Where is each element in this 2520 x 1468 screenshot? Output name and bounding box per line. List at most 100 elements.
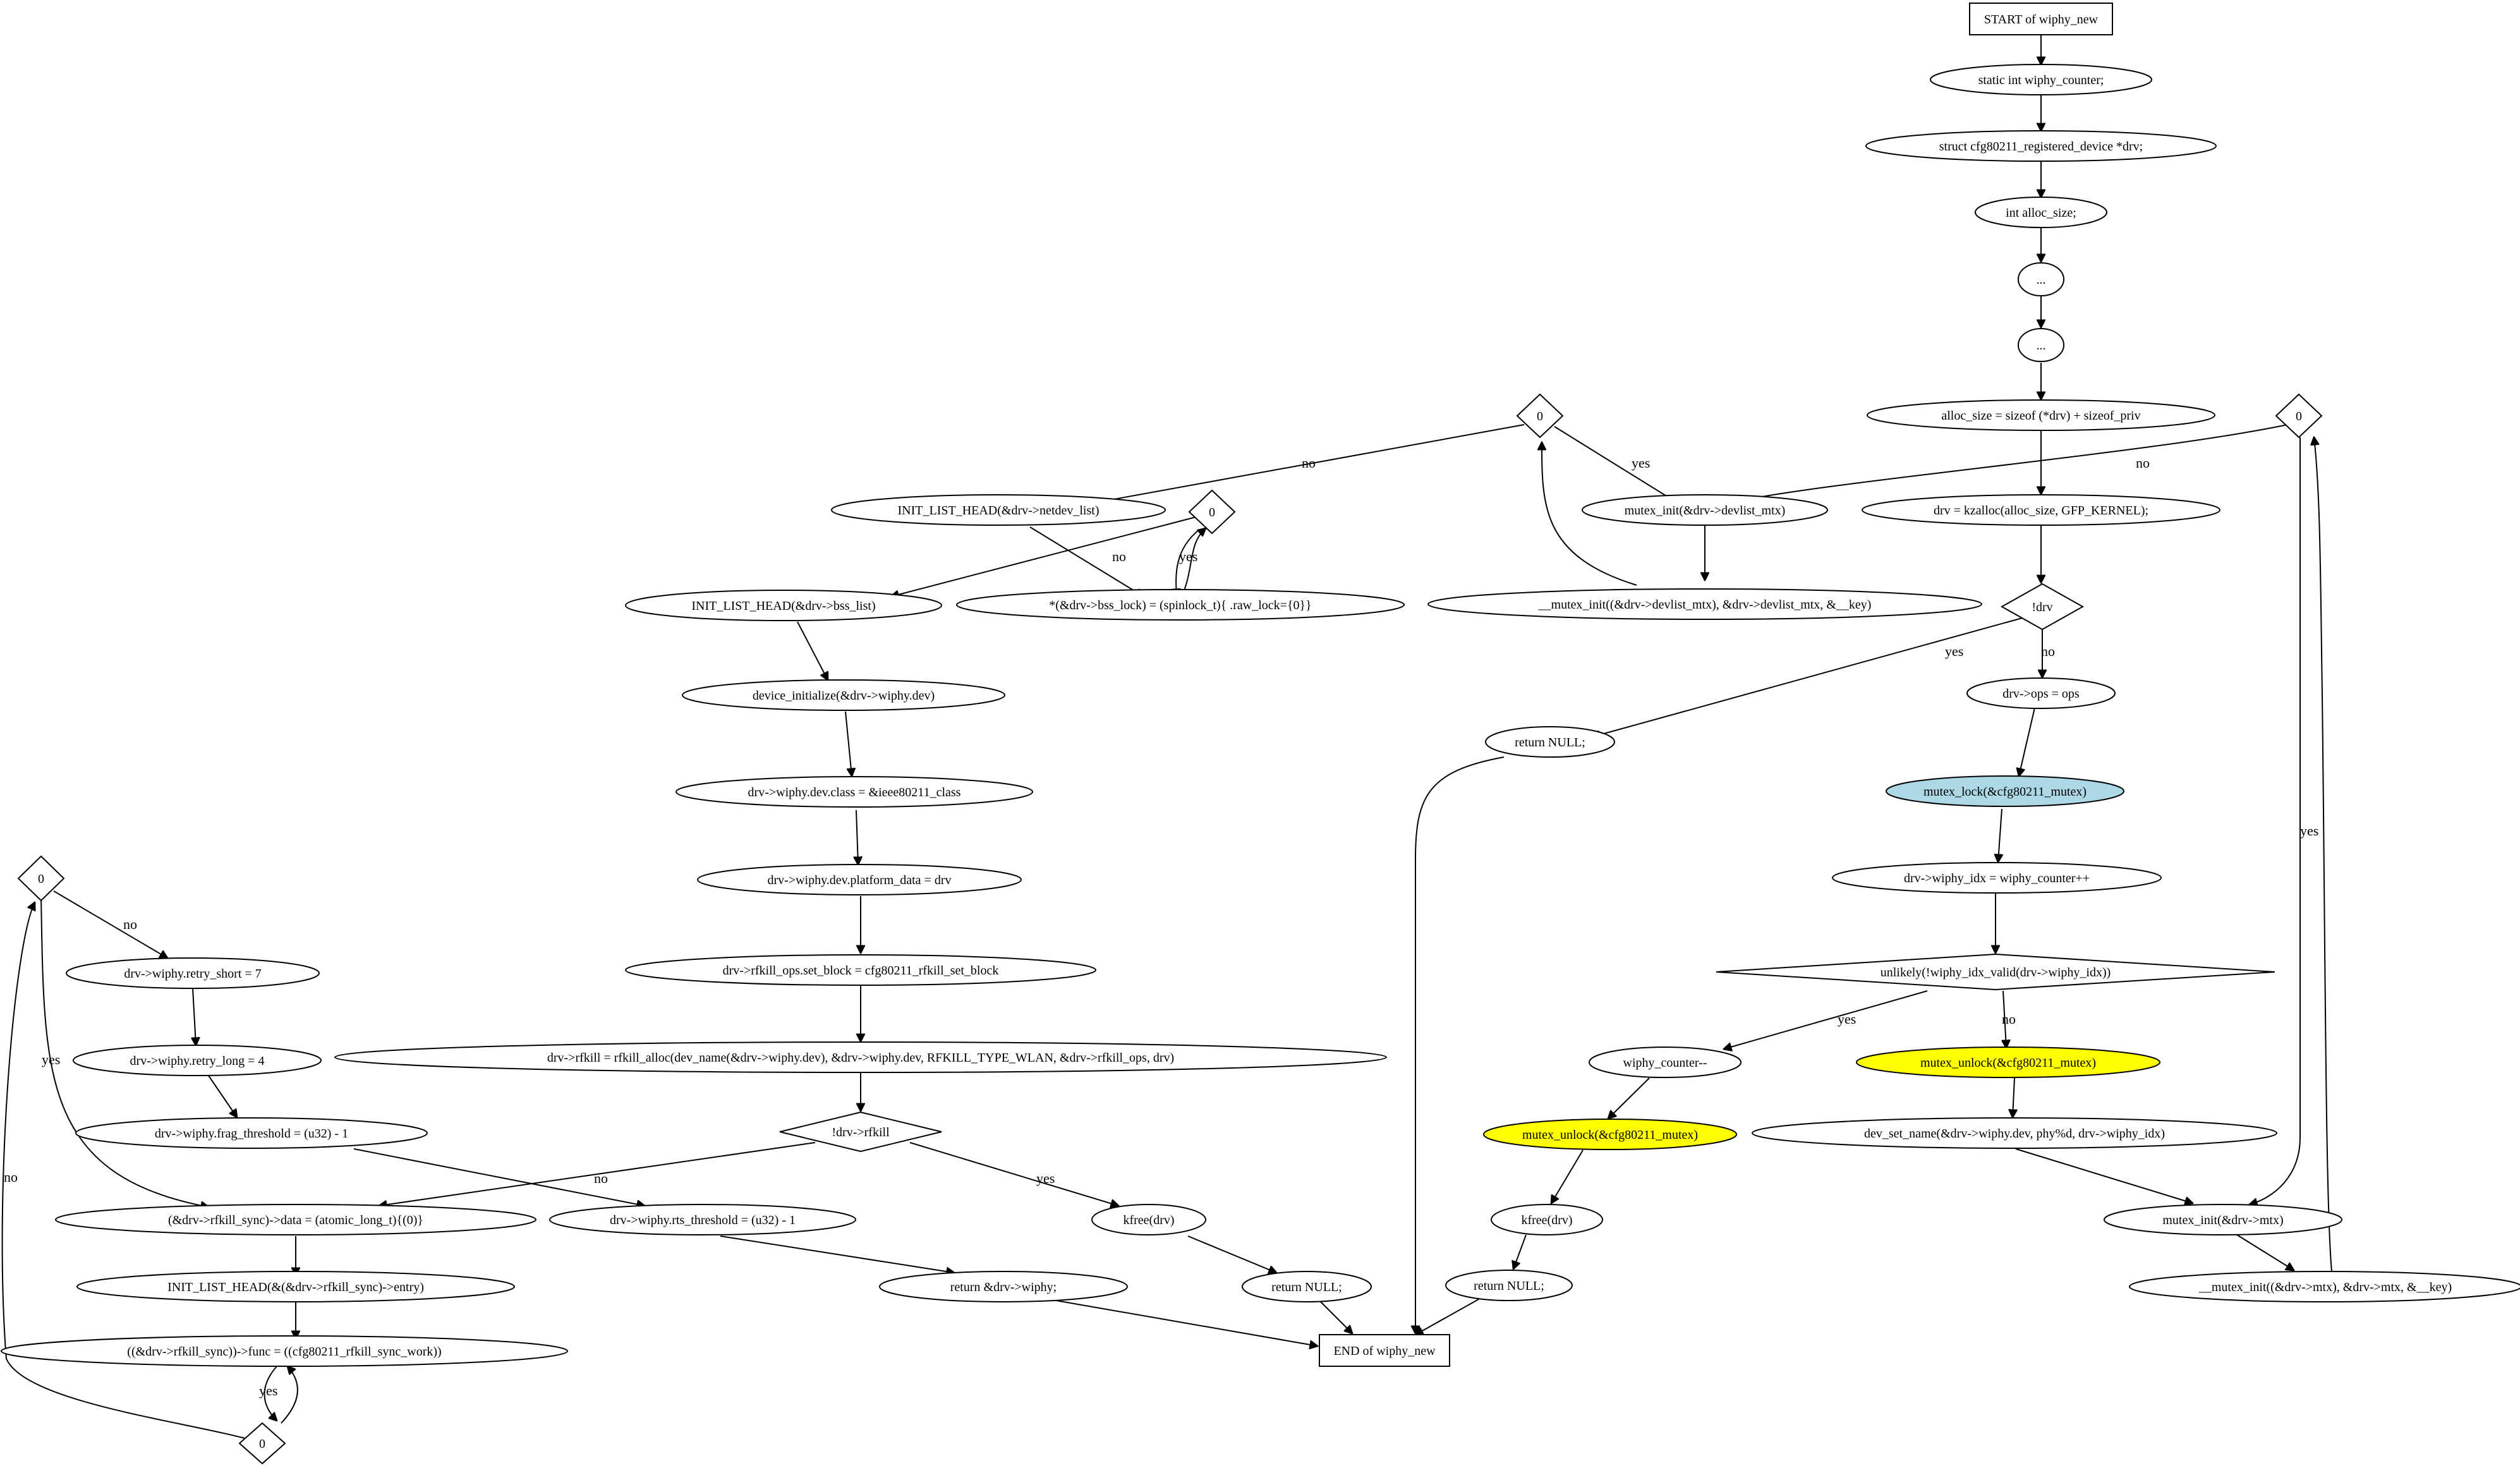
edge-wcdec-munlock1 (1608, 1077, 1650, 1119)
decision-zero-mid: 0 (1516, 393, 1564, 439)
decision-zero-mid-label: 0 (1537, 409, 1543, 423)
node-ops-label: drv->ops = ops (2002, 687, 2080, 701)
node-mutex-unlock-2: mutex_unlock(&cfg80211_mutex) (1856, 1046, 2160, 1078)
label-dzero-l-yes: yes (42, 1052, 60, 1067)
node-devinit: device_initialize(&drv->wiphy.dev) (682, 679, 1005, 711)
node-retry-long: drv->wiphy.retry_long = 4 (73, 1045, 322, 1076)
node-rfkillalloc: drv->rfkill = rfkill_alloc(dev_name(&drv… (334, 1041, 1387, 1073)
edge-rts-retwiphy (720, 1235, 954, 1273)
node-platdata-label: drv->wiphy.dev.platform_data = drv (768, 873, 952, 887)
label-dzero-l-no: no (123, 916, 137, 932)
nodes: START of wiphy_new END of wiphy_new stat… (1, 3, 2520, 1465)
node-devlistinit2: __mutex_init((&drv->devlist_mtx), &drv->… (1427, 588, 1982, 620)
edge-retnull2-end (1415, 1299, 1479, 1335)
decision-drv-label: !drv (2032, 600, 2052, 614)
edge-drfkill-syncdata (379, 1142, 816, 1206)
node-kfree-2: kfree(drv) (1091, 1204, 1206, 1235)
edge-dzero-s-bsslist-no (891, 516, 1197, 597)
label-dzero-b-no: no (4, 1169, 18, 1185)
node-allocdecl-label: int alloc_size; (2006, 206, 2076, 220)
edge-retwiphy-end (1048, 1299, 1318, 1346)
node-retnull2: return NULL; (1445, 1270, 1573, 1301)
node-kzalloc-label: drv = kzalloc(alloc_size, GFP_KERNEL); (1934, 504, 2148, 518)
node-retnull3: return NULL; (1242, 1271, 1372, 1302)
node-retnull1: return NULL; (1485, 726, 1615, 758)
edge-kfree1-retnull2 (1513, 1234, 1527, 1269)
node-retnull2-label: return NULL; (1474, 1279, 1544, 1293)
node-syncdata: (&drv->rfkill_sync)->data = (atomic_long… (55, 1204, 536, 1235)
node-dots1-label: ... (2037, 273, 2046, 287)
edge-devsetname-mtxinit (2015, 1148, 2193, 1203)
node-retwiphy-label: return &drv->wiphy; (950, 1280, 1057, 1294)
node-setblock: drv->rfkill_ops.set_block = cfg80211_rfk… (625, 954, 1096, 986)
edge-dzero-l-retryshort-no (53, 890, 167, 958)
start-node: START of wiphy_new (1969, 3, 2113, 35)
node-syncdata-label: (&drv->rfkill_sync)->data = (atomic_long… (168, 1213, 423, 1227)
edge-dzero-r-mtxinit-yes (2250, 437, 2301, 1204)
decision-rfkill: !drv->rfkill (779, 1111, 942, 1153)
node-devinit-label: device_initialize(&drv->wiphy.dev) (753, 689, 935, 703)
node-retwiphy: return &drv->wiphy; (879, 1271, 1128, 1302)
node-ops: drv->ops = ops (1966, 677, 2116, 709)
edge-mlock-idx (1998, 808, 2002, 862)
label-drfkill-no: no (594, 1170, 608, 1186)
node-spinlock: *(&drv->bss_lock) = (spinlock_t){ .raw_l… (956, 589, 1405, 621)
edges (1, 35, 2332, 1441)
node-wcdec-label: wiphy_counter-- (1623, 1056, 1707, 1070)
node-retry-long-label: drv->wiphy.retry_long = 4 (130, 1054, 265, 1068)
decision-zero-bottom-label: 0 (259, 1437, 265, 1451)
node-idx: drv->wiphy_idx = wiphy_counter++ (1832, 862, 2162, 894)
node-devsetname-label: dev_set_name(&drv->wiphy.dev, phy%d, drv… (1864, 1127, 2165, 1141)
edge-ops-mlock (2019, 707, 2035, 776)
edge-labels: yes no yes no yes no yes no yes no yes n… (4, 455, 2318, 1398)
edge-munlock2-devsetname (2013, 1077, 2014, 1117)
node-setblock-label: drv->rfkill_ops.set_block = cfg80211_rfk… (723, 964, 999, 978)
decision-zero-spin: 0 (1188, 489, 1236, 535)
start-label: START of wiphy_new (1984, 13, 2099, 27)
node-retnull3-label: return NULL; (1271, 1280, 1342, 1294)
decision-drv: !drv (2000, 583, 2085, 631)
node-retry-short: drv->wiphy.retry_short = 7 (66, 957, 320, 989)
label-dzero-b-yes: yes (259, 1383, 277, 1398)
node-rfkillalloc-label: drv->rfkill = rfkill_alloc(dev_name(&drv… (547, 1051, 1174, 1065)
decision-unlikely-label: unlikely(!wiphy_idx_valid(drv->wiphy_idx… (1881, 966, 2111, 980)
node-dots2-label: ... (2037, 339, 2046, 353)
label-ddrv-yes: yes (1945, 643, 1963, 659)
node-devclass: drv->wiphy.dev.class = &ieee80211_class (675, 776, 1033, 808)
node-mutex-unlock-2-label: mutex_unlock(&cfg80211_mutex) (1920, 1056, 2096, 1070)
node-allocdecl: int alloc_size; (1975, 197, 2107, 228)
decision-unlikely: unlikely(!wiphy_idx_valid(drv->wiphy_idx… (1716, 953, 2275, 991)
edge-dzero-b-dzero-l-no (1, 902, 255, 1441)
edge-retnull1-end (1415, 756, 1505, 1333)
node-frag: drv->wiphy.frag_threshold = (u32) - 1 (75, 1117, 428, 1149)
decision-rfkill-label: !drv->rfkill (832, 1125, 890, 1139)
node-retry-short-label: drv->wiphy.retry_short = 7 (124, 967, 261, 981)
node-drvdecl-label: struct cfg80211_registered_device *drv; (1939, 140, 2143, 154)
node-allocsize-label: alloc_size = sizeof (*drv) + sizeof_priv (1941, 409, 2140, 423)
end-node: END of wiphy_new (1319, 1334, 1450, 1367)
label-dzero-m-no: no (1302, 455, 1316, 471)
edge-frag-rts (353, 1148, 645, 1206)
node-allocsize: alloc_size = sizeof (*drv) + sizeof_priv (1867, 399, 2215, 431)
node-synclist: INIT_LIST_HEAD(&(&drv->rfkill_sync)->ent… (76, 1271, 515, 1302)
node-syncfunc-label: ((&drv->rfkill_sync))->func = ((cfg80211… (127, 1345, 441, 1359)
end-label: END of wiphy_new (1333, 1344, 1436, 1358)
edge-unlikely-wcdec (1724, 990, 1928, 1049)
node-mtxinit: mutex_init(&drv->mtx) (2104, 1204, 2342, 1235)
decision-zero-spin-label: 0 (1209, 506, 1215, 519)
node-devsetname: dev_set_name(&drv->wiphy.dev, phy%d, drv… (1752, 1117, 2277, 1149)
node-mtxinit-label: mutex_init(&drv->mtx) (2162, 1213, 2283, 1227)
node-netdevlist-label: INIT_LIST_HEAD(&drv->netdev_list) (898, 504, 1099, 518)
node-mtxinit2: __mutex_init((&drv->mtx), &drv->mtx, &__… (2129, 1271, 2520, 1302)
decision-zero-bottom: 0 (238, 1422, 286, 1465)
node-mutex-lock-label: mutex_lock(&cfg80211_mutex) (1923, 785, 2087, 799)
node-devlistinit2-label: __mutex_init((&drv->devlist_mtx), &drv->… (1538, 598, 1872, 612)
node-devclass-label: drv->wiphy.dev.class = &ieee80211_class (748, 786, 961, 799)
edge-ddrv-retnull1 (1592, 617, 2023, 737)
node-kzalloc: drv = kzalloc(alloc_size, GFP_KERNEL); (1862, 494, 2220, 526)
node-spinlock-label: *(&drv->bss_lock) = (spinlock_t){ .raw_l… (1049, 598, 1312, 612)
edge-devinit-devclass (845, 711, 852, 776)
node-kfree-1: kfree(drv) (1491, 1204, 1603, 1235)
edge-mtxinit-mtxinit2 (2236, 1234, 2294, 1270)
edge-netdevlist-spinlock (1029, 526, 1144, 597)
